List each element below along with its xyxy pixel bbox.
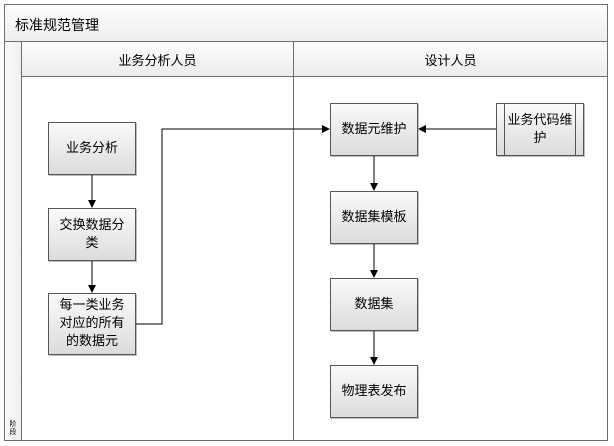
- pool-title-bar: 标准规范管理: [4, 4, 608, 42]
- stage-column: 阶段: [4, 41, 22, 441]
- process-element-maintenance: 数据元维护: [330, 103, 418, 156]
- lane-header-business-analyst: 业务分析人员: [21, 41, 294, 77]
- process-publish-physical-table: 物理表发布: [330, 365, 418, 418]
- predefined-right-bar: [575, 104, 576, 155]
- process-all-data-elements: 每一类业务对应的所有的数据元: [48, 293, 136, 355]
- lane-label-designer: 设计人员: [424, 53, 477, 69]
- process-label: 业务分析: [65, 140, 118, 156]
- process-label: 每一类业务对应的所有的数据元: [59, 298, 125, 349]
- process-label: 交换数据分类: [59, 217, 125, 251]
- predefined-left-bar: [504, 104, 505, 155]
- predefined-process-code-maintenance: 业务代码维护: [496, 103, 584, 156]
- process-label: 业务代码维护: [507, 112, 573, 146]
- process-business-analysis: 业务分析: [48, 122, 136, 175]
- lane-header-designer: 设计人员: [293, 41, 608, 77]
- process-dataset-template: 数据集模板: [330, 191, 418, 244]
- process-dataset: 数据集: [330, 278, 418, 331]
- lane-label-business-analyst: 业务分析人员: [118, 53, 197, 69]
- process-label: 数据元维护: [341, 121, 407, 137]
- process-label: 物理表发布: [341, 383, 407, 399]
- stage-label: 阶段: [9, 420, 17, 436]
- pool-title: 标准规范管理: [15, 18, 99, 34]
- process-label: 数据集: [354, 296, 394, 312]
- process-exchange-classify: 交换数据分类: [48, 208, 136, 261]
- process-label: 数据集模板: [341, 209, 407, 225]
